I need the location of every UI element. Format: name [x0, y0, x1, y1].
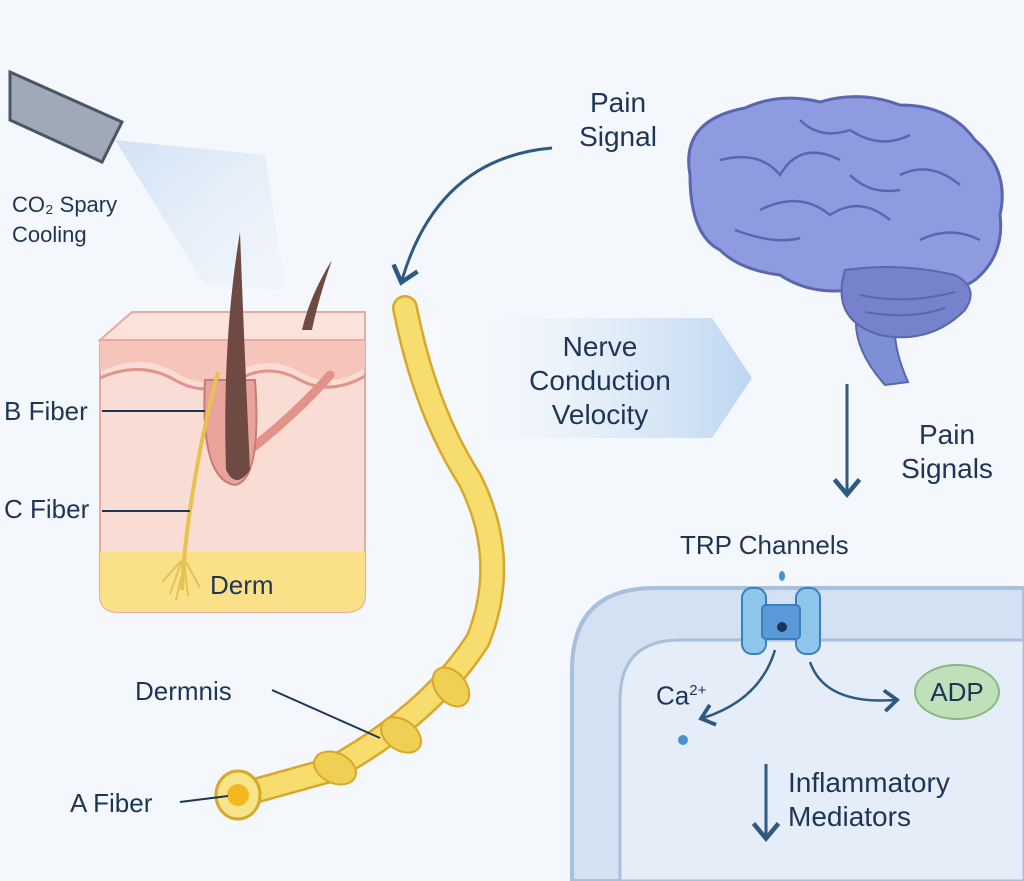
pain-signal-line1: Pain	[589, 87, 647, 118]
pain-signal-label: Pain Signal	[566, 86, 670, 154]
skin-block	[97, 232, 366, 613]
ncv-line2: Conduction	[529, 365, 671, 396]
calcium-ion	[678, 735, 688, 745]
dermnis-leader	[271, 689, 381, 739]
ncv-line1: Nerve	[562, 331, 638, 362]
myelinated-nerve	[214, 295, 506, 821]
cooling-spray-beam	[115, 140, 285, 290]
pain-signal-line2: Signal	[579, 121, 657, 152]
inflammatory-mediators-label: Inflammatory Mediators	[788, 766, 950, 834]
inflammatory-line2: Mediators	[788, 801, 911, 832]
adp-arrow	[808, 661, 900, 713]
adp-label: ADP	[930, 677, 984, 707]
co2-cooling-line2: Cooling	[12, 222, 87, 247]
calcium-charge: 2+	[689, 682, 707, 699]
brain	[687, 95, 1004, 387]
c-fiber-label: C Fiber	[4, 494, 90, 524]
b-fiber-label: B Fiber	[4, 396, 88, 426]
pain-signals-label: Pain Signals	[882, 418, 1012, 486]
pain-signals-line2: Signals	[901, 453, 993, 484]
a-fiber-label: A Fiber	[70, 788, 153, 818]
pain-signals-line1: Pain	[918, 419, 976, 450]
calcium-label: Ca2+	[656, 676, 706, 711]
trp-channels-label: TRP Channels	[680, 530, 849, 560]
pain-signal-arrow	[391, 146, 553, 286]
derm-label: Derm	[210, 570, 274, 600]
dermnis-label: Dermnis	[135, 676, 232, 706]
ncv-line3: Velocity	[551, 399, 649, 430]
trp-channel	[741, 571, 821, 655]
conduction-arrow	[430, 318, 752, 438]
calcium-base: Ca	[656, 680, 690, 711]
a-fiber-leader	[179, 795, 229, 803]
ca-arrow	[698, 649, 777, 727]
inflammatory-line1: Inflammatory	[788, 767, 950, 798]
nerve-conduction-velocity-label: Nerve Conduction Velocity	[480, 330, 720, 432]
co2-cooling-line1: CO₂ Spary	[12, 192, 118, 217]
co2-nozzle	[8, 69, 125, 164]
adp-molecule	[914, 664, 1000, 720]
co2-cooling-label: CO₂ Spary Cooling	[12, 190, 117, 250]
